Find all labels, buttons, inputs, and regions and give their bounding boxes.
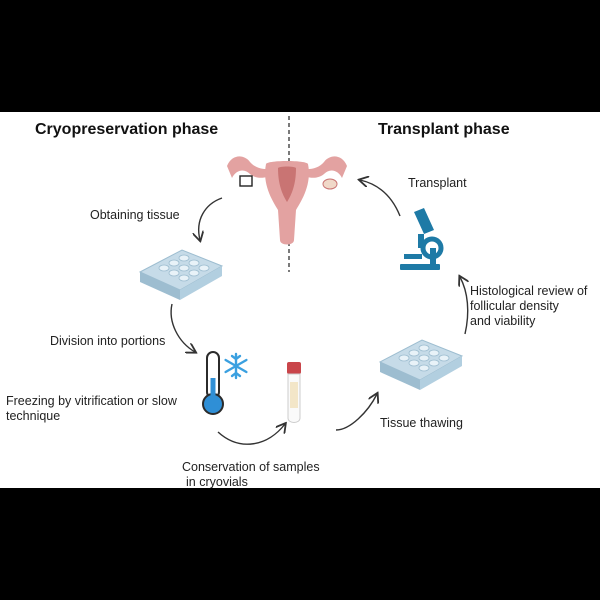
arrow-thawing bbox=[335, 394, 377, 431]
arrow-freezing bbox=[217, 424, 285, 445]
snowflake-icon bbox=[224, 352, 248, 380]
cryovial-icon bbox=[287, 362, 301, 423]
arrow-obtaining bbox=[199, 197, 223, 240]
step-freezing-line1: Freezing by vitrification or slow bbox=[6, 394, 177, 408]
arrow-transplant bbox=[360, 180, 401, 217]
step-histology-line2: follicular density bbox=[470, 299, 559, 313]
step-obtaining-tissue: Obtaining tissue bbox=[90, 208, 180, 222]
arrow-histology bbox=[460, 277, 468, 335]
cryopreservation-heading: Cryopreservation phase bbox=[35, 121, 219, 138]
well-plate-icon-thawed bbox=[378, 339, 464, 390]
transplant-heading: Transplant phase bbox=[378, 121, 510, 138]
step-conservation-line2: in cryovials bbox=[186, 475, 248, 488]
well-plate-icon bbox=[138, 249, 224, 300]
cycle-arrows bbox=[170, 112, 600, 445]
diagram-panel: Cryopreservation phase Transplant phase bbox=[0, 112, 600, 488]
step-freezing-line2: technique bbox=[6, 409, 61, 423]
step-conservation: Conservation of samples in cryovials bbox=[182, 460, 320, 488]
thermometer-icon bbox=[202, 351, 224, 415]
step-histology-line3: and viability bbox=[470, 314, 536, 328]
uterus-icon bbox=[227, 156, 347, 245]
step-tissue-thawing: Tissue thawing bbox=[380, 416, 463, 430]
microscope-icon bbox=[400, 208, 444, 270]
step-conservation-line1: Conservation of samples bbox=[182, 460, 320, 474]
step-division: Division into portions bbox=[50, 334, 166, 348]
step-histology: Histological review of follicular densit… bbox=[470, 284, 587, 329]
step-transplant: Transplant bbox=[408, 176, 467, 190]
step-histology-line1: Histological review of bbox=[470, 284, 588, 298]
arrow-division bbox=[170, 303, 195, 352]
step-freezing: Freezing by vitrification or slow techni… bbox=[6, 394, 177, 424]
